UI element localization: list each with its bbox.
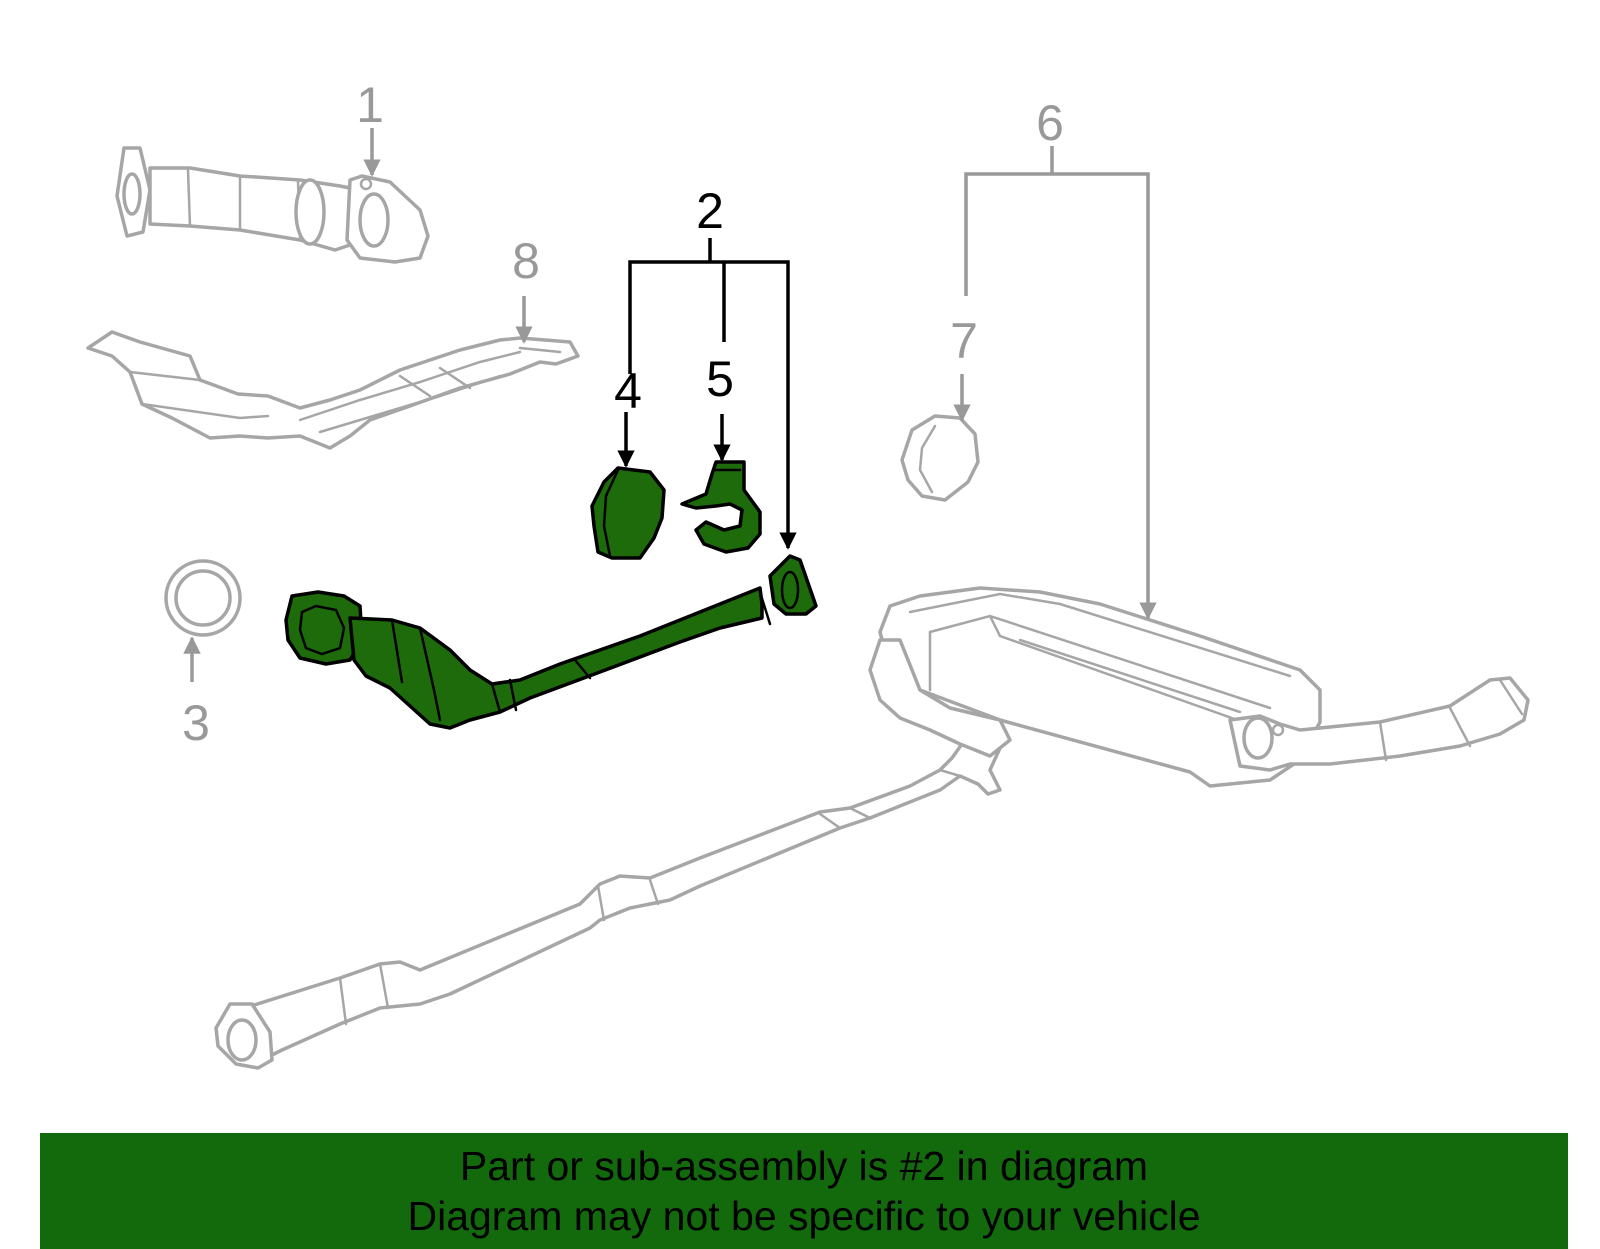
part-5-hanger-bracket: [680, 460, 762, 554]
callout-5: 5: [706, 351, 734, 407]
part-1-front-pipe: [115, 146, 430, 264]
info-banner: Part or sub-assembly is #2 in diagram Di…: [40, 1133, 1568, 1249]
part-4-seal: [590, 466, 666, 560]
callout-2: 2: [696, 183, 724, 239]
banner-line-1: Part or sub-assembly is #2 in diagram: [459, 1143, 1149, 1189]
part-2-catalytic-converter-pipe: [284, 554, 818, 730]
callout-6: 6: [1036, 95, 1064, 151]
callout-4: 4: [614, 363, 642, 419]
part-7-seal: [900, 414, 980, 502]
callout-1: 1: [356, 77, 384, 133]
callout-3: 3: [182, 695, 210, 751]
callout-7: 7: [950, 313, 978, 369]
part-3-gasket: [164, 559, 242, 637]
callout-8: 8: [512, 233, 540, 289]
leader-lines: [183, 128, 1157, 682]
part-6-muffler-assembly: [214, 586, 1530, 1070]
banner-line-2: Diagram may not be specific to your vehi…: [407, 1193, 1201, 1239]
part-8-heat-shield: [86, 330, 580, 450]
